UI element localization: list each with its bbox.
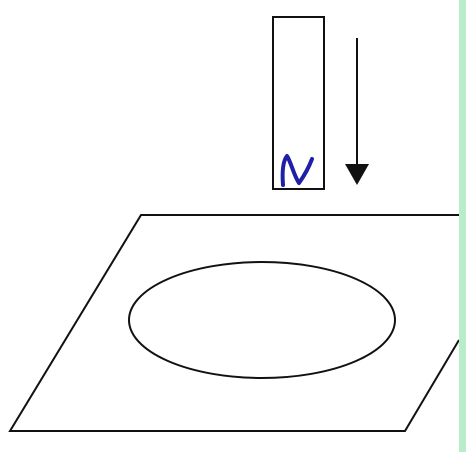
bar-magnet xyxy=(272,16,325,190)
right-edge-strip xyxy=(459,0,466,452)
ellipse-loop xyxy=(128,261,396,379)
down-arrow-icon xyxy=(345,38,369,185)
magnet-north-label-stroke xyxy=(280,154,314,187)
parallelogram-plane xyxy=(8,214,460,432)
